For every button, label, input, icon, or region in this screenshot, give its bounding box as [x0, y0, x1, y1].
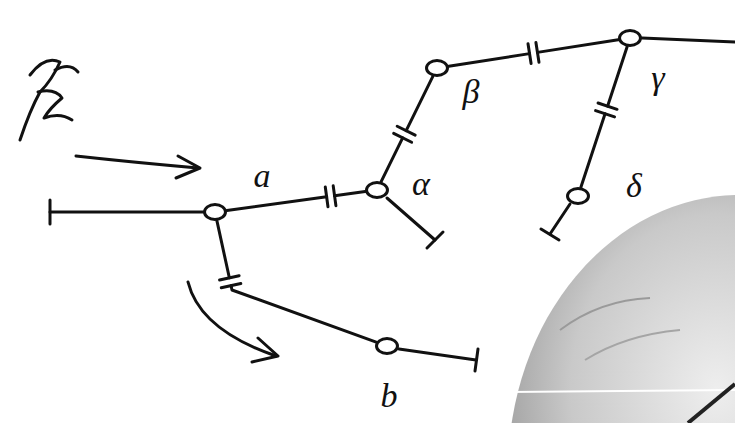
wire-segment [537, 40, 618, 53]
pen-stroke [20, 60, 60, 140]
gap-bar [528, 44, 531, 64]
node-letter: γ [651, 61, 664, 95]
wire-connector [227, 186, 365, 211]
gap-bar [397, 126, 415, 135]
circle-node: δ [566, 187, 590, 205]
hand-arrow [76, 156, 200, 178]
circle-node: b [375, 337, 399, 355]
wire-segment [217, 221, 229, 278]
hand-arrow [188, 282, 278, 362]
gap-bar [596, 111, 615, 117]
end-bar [427, 232, 443, 248]
wire-segment [227, 197, 327, 211]
arrow-head [176, 156, 200, 178]
node-letter: β [463, 75, 480, 109]
wire-segment [381, 138, 402, 182]
wire-segment [608, 47, 628, 106]
pen-stroke [55, 66, 78, 72]
pen-stroke [38, 91, 72, 120]
circle-node: γ [618, 29, 642, 47]
circle-node: a [203, 203, 227, 221]
wire-segment [335, 192, 366, 196]
wire-connector [217, 221, 376, 342]
head-photo [508, 195, 735, 423]
gap-bar [220, 276, 240, 280]
wire [550, 204, 570, 234]
wire [50, 211, 203, 214]
wire [642, 38, 735, 42]
arrow-head [252, 338, 278, 362]
gap-bar [221, 283, 241, 287]
arrow-shaft [188, 282, 276, 356]
gap-bar [325, 187, 328, 207]
wire-segment [581, 114, 605, 187]
node-letter: δ [626, 169, 642, 203]
node-letter: b [381, 379, 398, 413]
handwritten-mark [20, 60, 78, 140]
end-bar [49, 200, 52, 224]
circle-node: β [425, 59, 449, 77]
wire-connector [381, 76, 433, 181]
gap-bar [394, 133, 412, 142]
end-bar [541, 229, 559, 240]
wire-connector [449, 40, 619, 66]
glasses-frame [688, 384, 735, 423]
wire-segment [406, 76, 433, 130]
gap-bar [333, 186, 336, 206]
gap-bar [536, 43, 539, 63]
wire-connector [581, 47, 627, 188]
head-shading [560, 298, 650, 330]
node-letter: a [254, 159, 271, 193]
end-bar [475, 349, 478, 371]
node-letter: α [412, 167, 430, 201]
gap-bar [598, 103, 617, 109]
wire-segment [449, 54, 530, 67]
photo-scratch [505, 390, 735, 392]
circle-node: α [365, 181, 389, 199]
wire-stub [50, 38, 735, 371]
wire [387, 198, 435, 240]
wire [399, 349, 476, 360]
head-shading [585, 330, 680, 360]
wire-segment [231, 286, 376, 342]
